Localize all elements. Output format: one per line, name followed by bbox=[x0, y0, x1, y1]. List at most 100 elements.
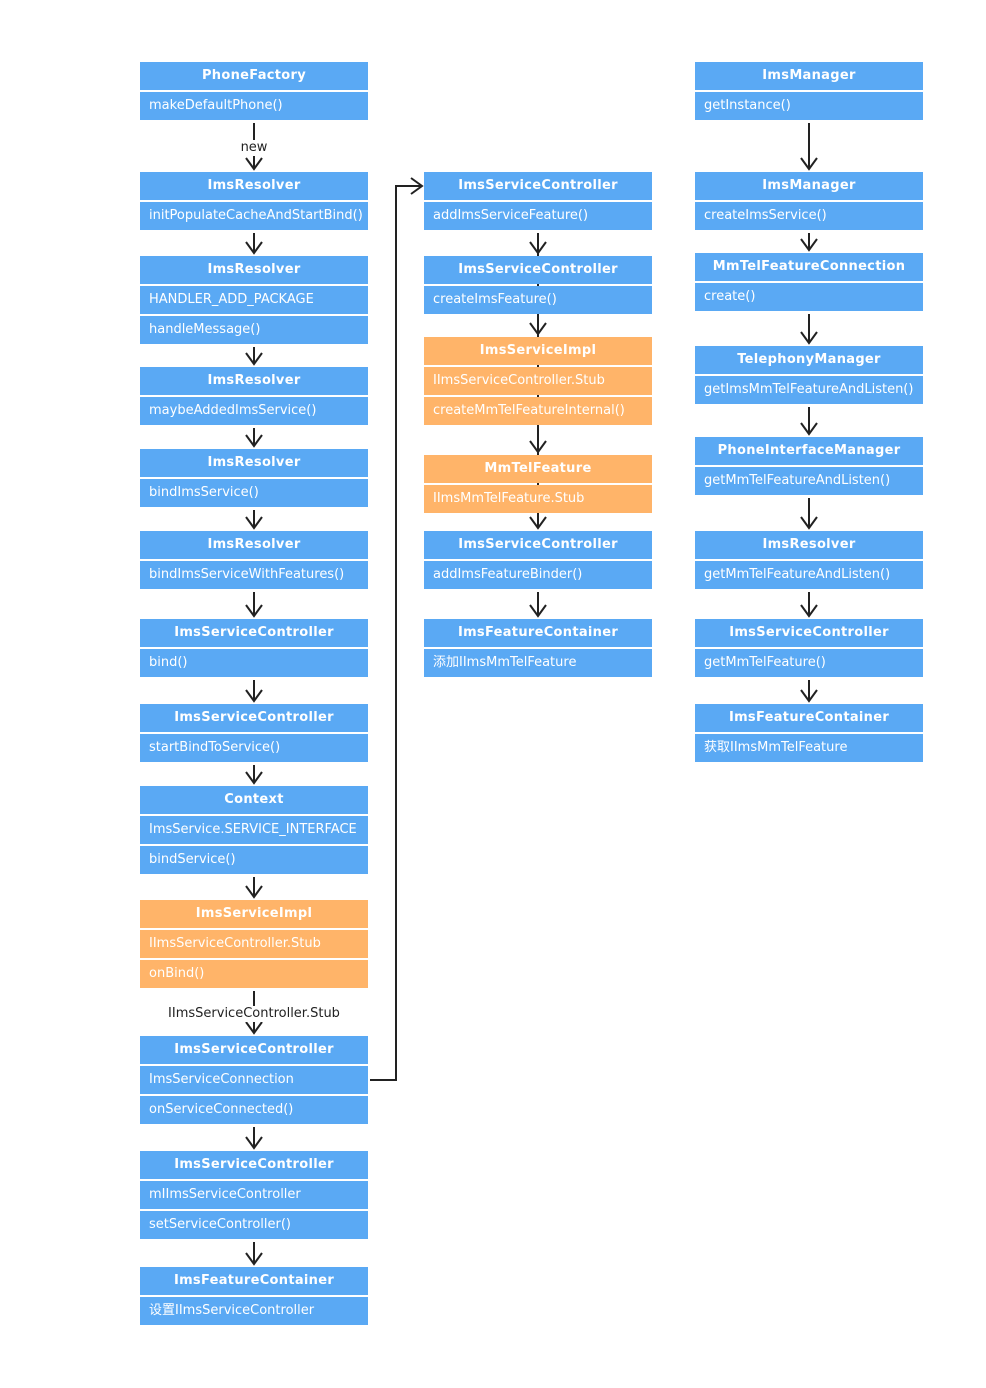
node-title: ImsResolver bbox=[695, 531, 923, 559]
node-row: onBind() bbox=[140, 960, 368, 988]
node-row: handleMessage() bbox=[140, 316, 368, 344]
arrow-controller-7-to-container-2 bbox=[529, 592, 547, 618]
node-title: ImsServiceController bbox=[140, 619, 368, 647]
edge-label: new bbox=[238, 140, 270, 156]
node-row: getMmTelFeature() bbox=[695, 649, 923, 677]
arrow-controller-1-to-controller-2 bbox=[245, 680, 263, 703]
node-title: PhoneInterfaceManager bbox=[695, 437, 923, 465]
node-title: ImsManager bbox=[695, 62, 923, 90]
node-title: ImsResolver bbox=[140, 449, 368, 477]
node-title: ImsServiceController bbox=[140, 704, 368, 732]
arrow-resolver-4-to-resolver-5 bbox=[245, 510, 263, 530]
node-title: ImsServiceController bbox=[140, 1036, 368, 1064]
node-row: ImsServiceConnection bbox=[140, 1066, 368, 1094]
node-row: maybeAddedImsService() bbox=[140, 397, 368, 425]
edge-label: IImsServiceController.Stub bbox=[166, 1006, 342, 1022]
arrow-controller-4-to-container-1 bbox=[245, 1242, 263, 1266]
node-row: createMmTelFeatureInternal() bbox=[424, 397, 652, 425]
node-row: getInstance() bbox=[695, 92, 923, 120]
node-title: ImsManager bbox=[695, 172, 923, 200]
node-title: Context bbox=[140, 786, 368, 814]
node-row: bindService() bbox=[140, 846, 368, 874]
arrow-controller-2-to-context-1 bbox=[245, 765, 263, 785]
node-row: getImsMmTelFeatureAndListen() bbox=[695, 376, 923, 404]
arrow-resolver-2-to-resolver-3 bbox=[245, 347, 263, 366]
node-title: MmTelFeature bbox=[424, 455, 652, 483]
node-row: IImsMmTelFeature.Stub bbox=[424, 485, 652, 513]
node-row: addImsFeatureBinder() bbox=[424, 561, 652, 589]
arrow-controller-3-to-controller-5 bbox=[370, 177, 424, 1081]
arrow-resolver-3-to-resolver-4 bbox=[245, 428, 263, 448]
node-row: 获取IImsMmTelFeature bbox=[695, 734, 923, 762]
node-title: MmTelFeatureConnection bbox=[695, 253, 923, 281]
node-title: PhoneFactory bbox=[140, 62, 368, 90]
node-row: bind() bbox=[140, 649, 368, 677]
node-title: ImsServiceController bbox=[424, 531, 652, 559]
node-title: ImsServiceImpl bbox=[140, 900, 368, 928]
arrow-manager-2-to-connection-1 bbox=[800, 233, 818, 252]
node-row: bindImsService() bbox=[140, 479, 368, 507]
arrow-connection-1-to-telephony-1 bbox=[800, 314, 818, 345]
node-title: ImsResolver bbox=[140, 531, 368, 559]
node-row: setServiceController() bbox=[140, 1211, 368, 1239]
node-title: ImsFeatureContainer bbox=[424, 619, 652, 647]
node-title: ImsServiceController bbox=[424, 172, 652, 200]
node-row: IImsServiceController.Stub bbox=[140, 930, 368, 958]
node-title: TelephonyManager bbox=[695, 346, 923, 374]
arrow-manager-1-to-manager-2 bbox=[800, 123, 818, 171]
arrow-resolver-6-to-controller-8 bbox=[800, 592, 818, 618]
node-row: makeDefaultPhone() bbox=[140, 92, 368, 120]
node-row: ImsService.SERVICE_INTERFACE bbox=[140, 816, 368, 844]
node-title: ImsServiceController bbox=[424, 256, 652, 284]
node-row: 添加IImsMmTelFeature bbox=[424, 649, 652, 677]
node-title: ImsResolver bbox=[140, 256, 368, 284]
arrow-controller-8-to-container-3 bbox=[800, 680, 818, 703]
node-title: ImsServiceController bbox=[695, 619, 923, 647]
arrow-telephony-1-to-phoneif-1 bbox=[800, 407, 818, 436]
arrow-resolver-5-to-controller-1 bbox=[245, 592, 263, 618]
node-row: addImsServiceFeature() bbox=[424, 202, 652, 230]
node-row: create() bbox=[695, 283, 923, 311]
node-row: startBindToService() bbox=[140, 734, 368, 762]
node-row: initPopulateCacheAndStartBind() bbox=[140, 202, 368, 230]
arrow-resolver-1-to-resolver-2 bbox=[245, 233, 263, 255]
node-row: mIImsServiceController bbox=[140, 1181, 368, 1209]
node-row: IImsServiceController.Stub bbox=[424, 367, 652, 395]
node-row: onServiceConnected() bbox=[140, 1096, 368, 1124]
arrow-phoneif-1-to-resolver-6 bbox=[800, 498, 818, 530]
node-title: ImsServiceImpl bbox=[424, 337, 652, 365]
node-row: bindImsServiceWithFeatures() bbox=[140, 561, 368, 589]
arrow-controller-3-to-controller-4 bbox=[245, 1127, 263, 1150]
node-title: ImsFeatureContainer bbox=[140, 1267, 368, 1295]
node-title: ImsFeatureContainer bbox=[695, 704, 923, 732]
node-row: createImsService() bbox=[695, 202, 923, 230]
node-title: ImsResolver bbox=[140, 367, 368, 395]
node-row: createImsFeature() bbox=[424, 286, 652, 314]
